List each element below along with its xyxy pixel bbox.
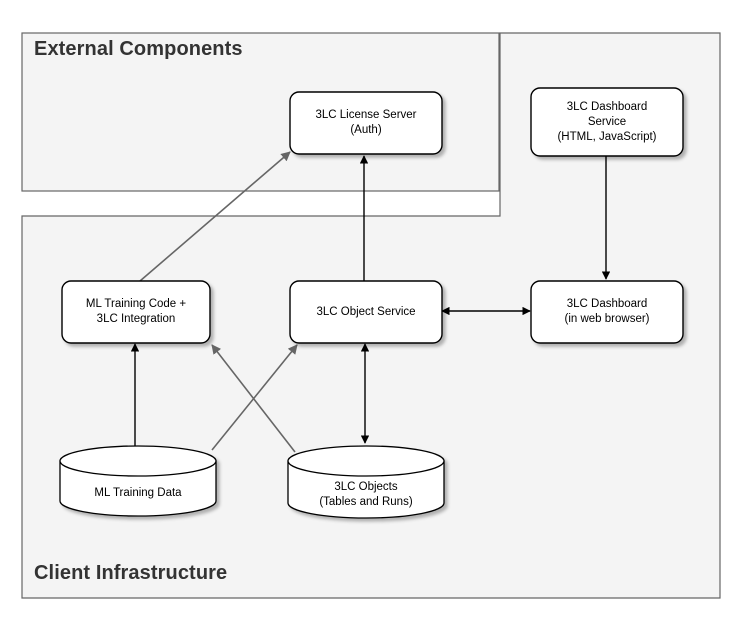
node-ml-training-data[interactable] (59, 445, 217, 517)
node-3lc-objects[interactable] (287, 445, 445, 519)
node-dashboard-service[interactable] (530, 87, 684, 157)
node-ml-training-code[interactable] (61, 280, 211, 344)
node-object-service[interactable] (289, 280, 443, 344)
node-license-server[interactable] (289, 91, 443, 155)
group-title-client-infrastructure: Client Infrastructure (34, 562, 228, 584)
edge-ml-code-to-license-server (139, 151, 291, 282)
node-dashboard-browser[interactable] (530, 280, 684, 344)
edge-training-data-to-objects (211, 344, 298, 451)
group-title-external-components: External Components (34, 38, 243, 60)
edge-objects-to-ml-code (211, 344, 296, 453)
